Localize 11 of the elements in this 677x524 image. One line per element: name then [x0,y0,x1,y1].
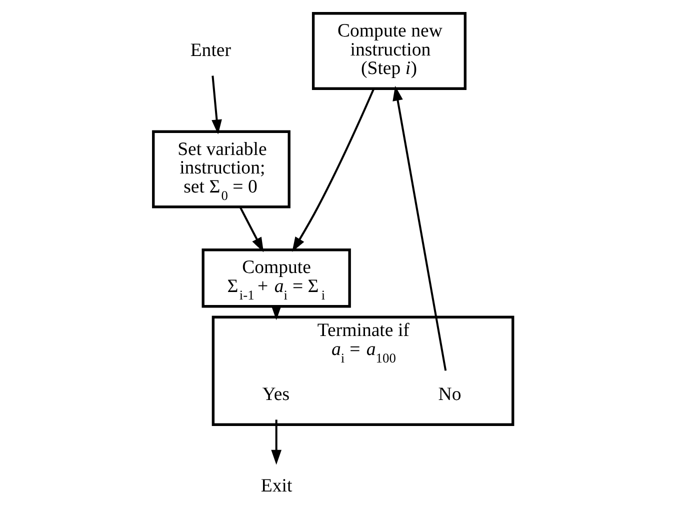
node-text: Exit [260,475,292,496]
node-text: No [438,384,462,406]
node-box: Set variable instruction; set Σ$_{0}$ = 0 [152,130,290,208]
arrow [212,76,222,134]
arrow [292,88,375,252]
node-text: Enter [190,40,232,61]
arrow [271,420,282,465]
node-text: Yes [262,384,290,406]
node-box: Compute new instruction (Step i) [312,12,467,90]
arrow [392,86,447,371]
arrow [239,206,264,252]
